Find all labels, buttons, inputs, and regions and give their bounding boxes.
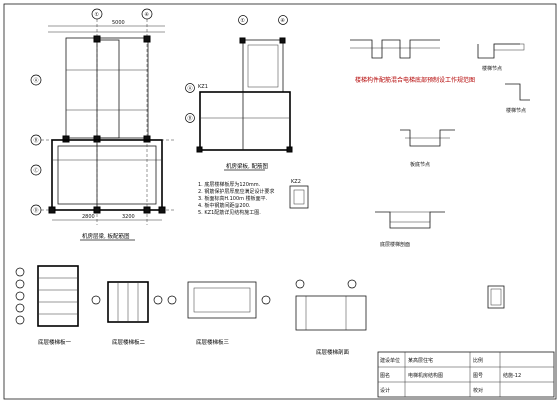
caption-bottom-4: 底层楼梯剖面	[316, 348, 350, 356]
bottom-bubble-e	[15, 315, 25, 325]
small-axis-bubble-1-label: ①	[241, 18, 246, 24]
axis-bubble-a-label: Ⓐ	[34, 77, 39, 84]
section-profile-top	[350, 39, 440, 59]
lower-room-inner	[57, 145, 157, 205]
detail-profile-right	[505, 83, 530, 101]
title-block-frame	[377, 351, 555, 398]
dim-top-label: 5000	[112, 20, 125, 26]
section-slab-lower	[389, 211, 431, 223]
title-drawing-name: 电梯机房结构图	[408, 372, 443, 379]
bottom3-bubble-left	[167, 295, 177, 305]
caption-section-d: 板底节点	[410, 161, 430, 168]
bottom-panel-3-inner	[193, 287, 251, 313]
title-drawing-label: 图名	[380, 372, 390, 379]
kz-section-inner	[293, 189, 305, 205]
lower-room	[51, 139, 163, 211]
dim-bottom-label-1: 2800	[82, 214, 95, 220]
bottom2-bubble-right	[153, 295, 163, 305]
bottom-panel-1	[37, 265, 79, 327]
small-column-3	[196, 146, 203, 153]
note-2: 2. 钢筋保护层厚度应满足设计要求	[198, 188, 274, 195]
small-axis-bubble-a	[185, 83, 195, 93]
main-plan: ① ④ Ⓐ Ⓑ Ⓒ Ⓓ 5000	[30, 8, 175, 241]
small-upper-inner	[247, 44, 279, 88]
bottom2-bubble-left	[91, 295, 101, 305]
shaft-outline	[96, 39, 120, 139]
note-5: 5. KZ1配筋详见结构施工图.	[198, 209, 261, 216]
bottom-detail-5-inner	[490, 288, 502, 306]
bottom4-bubble-2	[347, 279, 357, 289]
title-sheet: 结施-12	[503, 372, 521, 379]
column-1	[93, 35, 101, 43]
column-7	[93, 206, 101, 214]
bottom-bubble-b	[15, 279, 25, 289]
bottom4-bubble-1	[295, 279, 305, 289]
note-4: 4. 板中钢筋间距@200.	[198, 202, 251, 209]
dim-bottom-label-2: 3200	[122, 214, 135, 220]
kz-section	[289, 185, 309, 209]
column-8	[143, 206, 151, 214]
caption-section-note: 楼梯构件配筋混合电梯底部预制设工作规范图	[355, 76, 475, 84]
small-axis-bubble-1	[238, 15, 248, 25]
detail-profile-top-right	[477, 43, 520, 59]
bottom-bubble-c	[15, 291, 25, 301]
title-project-label: 建设单位	[380, 357, 400, 364]
upper-room	[65, 37, 149, 139]
sheet-border	[3, 3, 557, 400]
bottom3-bubble-right	[261, 295, 271, 305]
small-axis-bubble-b	[185, 113, 195, 123]
column-9	[158, 206, 166, 214]
bottom-bubble-a	[15, 267, 25, 277]
caption-section-c: 楼梯节点	[506, 107, 526, 114]
title-scale-label: 比例	[473, 357, 483, 364]
title-no-label: 图号	[473, 373, 483, 379]
title-design-label: 设计	[380, 387, 390, 394]
axis-bubble-c	[30, 164, 42, 176]
axis-bubble-b-label: Ⓑ	[34, 137, 39, 144]
small-upper-room	[242, 39, 284, 93]
column-5	[62, 135, 70, 143]
small-axis-bubble-b-label: Ⓑ	[188, 115, 193, 122]
caption-section-e: 底层楼梯剖面	[380, 241, 410, 248]
title-project-name: 某高层住宅	[408, 357, 433, 364]
note-3: 3. 板面标高H.100m 楼板面平.	[198, 195, 268, 202]
caption-bottom-1: 底层楼梯板一	[38, 338, 72, 346]
caption-bottom-3: 底层楼梯板三	[196, 338, 230, 346]
caption-plan-main: 机房层梁, 板配筋图	[82, 232, 130, 240]
caption-plan-small: 机房梁板, 配筋图	[226, 162, 268, 170]
axis-bubble-a	[30, 74, 42, 86]
detail-slab-top-right	[493, 43, 525, 51]
axis-bubble-c-label: Ⓒ	[34, 167, 39, 174]
small-column-1	[239, 37, 246, 44]
bottom-bubble-d	[15, 303, 25, 313]
small-column-2	[279, 37, 286, 44]
caption-bottom-2: 底层楼梯板二	[112, 338, 146, 346]
section-profile-mid	[400, 129, 455, 147]
column-6	[48, 206, 56, 214]
small-column-4	[286, 146, 293, 153]
small-axis-bubble-a-label: Ⓐ	[188, 85, 193, 92]
bottom-panel-3	[187, 281, 257, 319]
axis-bubble-d-label: Ⓓ	[34, 207, 39, 214]
title-block: 建设单位 某高层住宅 图名 电梯机房结构图 设计 比例 图号 结施-12 校对	[377, 351, 555, 398]
kz2-label: KZ2	[291, 179, 301, 185]
axis-bubble-1-label: ①	[95, 12, 100, 18]
small-lower-room	[199, 91, 291, 151]
note-1: 1. 底层楼梯板厚为120mm.	[198, 181, 261, 188]
small-axis-bubble-4-label: ④	[281, 18, 286, 24]
small-plan: ① ④ Ⓐ Ⓑ KZ1 机房梁板, 配筋图 1. 底层楼梯板厚为120mm. 2…	[185, 15, 293, 216]
caption-section-b: 楼梯节点	[482, 65, 502, 72]
column-4	[143, 135, 151, 143]
small-kz-label: KZ1	[198, 84, 208, 90]
right-sections: 楼梯构件配筋混合电梯底部预制设工作规范图 楼梯节点 楼梯节点 板底节点 KZ2 …	[289, 39, 530, 248]
axis-bubble-4-label: ④	[145, 12, 150, 18]
column-2	[143, 35, 151, 43]
section-profile-lower	[375, 211, 445, 229]
bottom-panel-4	[295, 295, 367, 331]
small-axis-bubble-4	[278, 15, 288, 25]
title-check-label: 校对	[473, 387, 483, 394]
bottom-detail-5	[487, 285, 505, 309]
bottom-row: 底层楼梯板一 底层楼梯板二 底层楼梯板三 底层楼梯剖面	[15, 265, 505, 356]
